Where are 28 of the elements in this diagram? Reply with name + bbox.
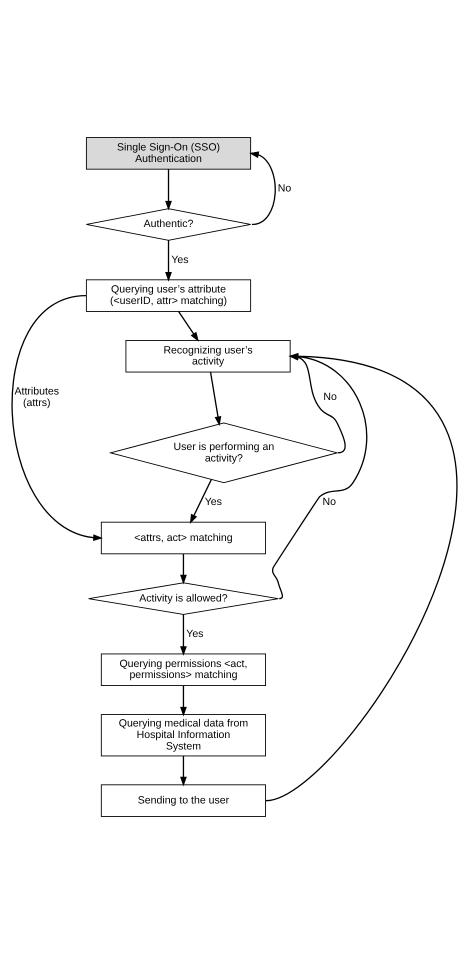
edge-label: No bbox=[322, 496, 336, 508]
edge-label: Attributes (attrs) bbox=[14, 386, 60, 409]
edge-label: No bbox=[278, 182, 292, 195]
node-box: Querying medical data from Hospital Information System bbox=[100, 714, 266, 756]
arrow bbox=[190, 479, 212, 524]
node-diamond: Activity is allowed? bbox=[88, 582, 279, 615]
edge-label: Yes bbox=[204, 496, 222, 508]
arrow bbox=[12, 294, 103, 542]
arrow bbox=[165, 169, 172, 211]
edge-label: No bbox=[323, 391, 337, 404]
node-box: Single Sign-On (SSO) Authentication bbox=[86, 137, 252, 170]
arrow bbox=[178, 311, 199, 342]
node-diamond: Authentic? bbox=[86, 208, 252, 241]
node-diamond: User is performing an activity? bbox=[108, 422, 339, 484]
edge-label: Yes bbox=[171, 254, 189, 266]
node-box: Recognizing user’s activity bbox=[125, 340, 291, 372]
arrow bbox=[249, 151, 276, 226]
arrow bbox=[180, 686, 187, 717]
arrow bbox=[180, 614, 187, 656]
node-box: Sending to the user bbox=[100, 784, 266, 817]
arrow bbox=[165, 240, 172, 282]
arrow bbox=[180, 756, 187, 786]
edge-label: Yes bbox=[186, 628, 204, 640]
node-box: Querying user’s attribute (<userID, attr> matching) bbox=[86, 279, 252, 312]
arrow bbox=[210, 372, 222, 426]
arrow bbox=[180, 554, 187, 584]
node-box: <attrs, act> matching bbox=[100, 522, 266, 554]
node-box: Querying permissions <act, permissions> matching bbox=[100, 654, 266, 686]
